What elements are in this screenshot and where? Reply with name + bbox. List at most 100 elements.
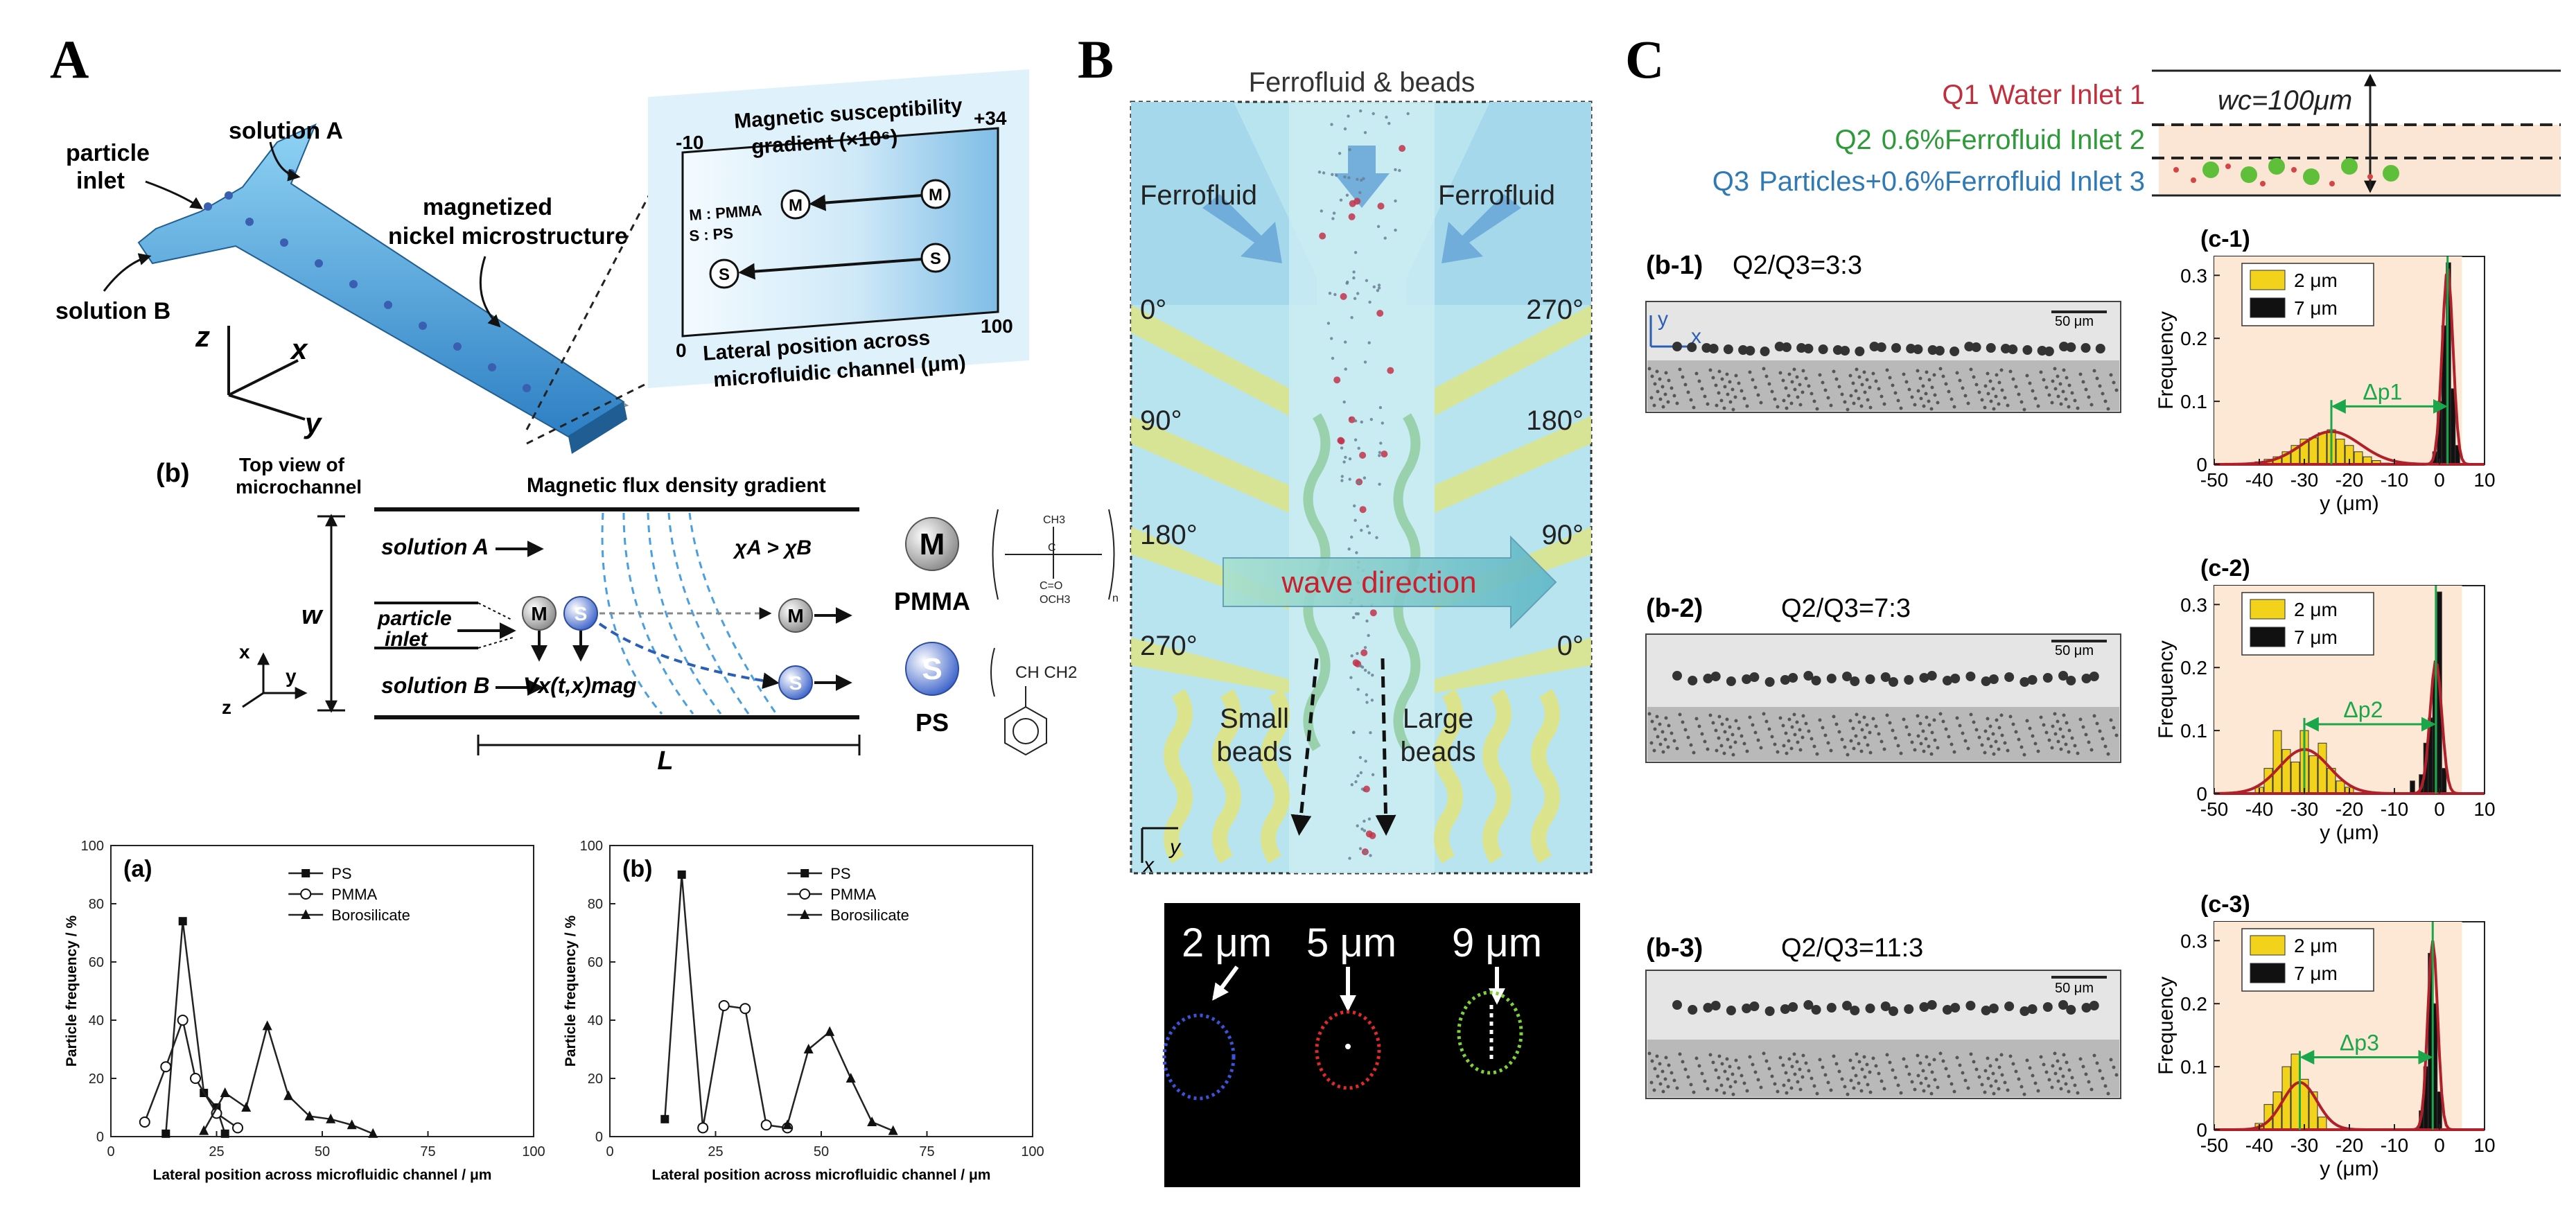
legend-ps: PS <box>915 708 949 737</box>
ferro-speck <box>1785 1091 1789 1095</box>
legend-label: 7 μm <box>2294 297 2338 319</box>
ferro-speck <box>2073 744 2077 748</box>
ferro-speck <box>1742 1081 1746 1085</box>
bead-dot <box>1360 828 1364 831</box>
ferro-speck <box>1706 402 1710 406</box>
ferro-speck <box>1986 737 1990 741</box>
y-tick-label: 0.2 <box>2180 328 2207 349</box>
ferro-speck <box>2014 385 2018 389</box>
ferro-speck <box>2042 378 2046 382</box>
particle <box>2080 343 2091 353</box>
ferro-speck <box>1865 723 1869 727</box>
ferro-speck <box>1849 1078 1853 1083</box>
particle <box>1950 1003 1961 1013</box>
b-large-beads-1: Large <box>1403 703 1473 734</box>
ferro-speck <box>1925 1055 1929 1059</box>
ferro-speck <box>1888 721 1892 725</box>
ferro-speck <box>1840 392 1844 396</box>
ferro-speck <box>1731 1092 1735 1096</box>
particle <box>1988 1004 1999 1013</box>
ferro-speck <box>1922 749 1926 753</box>
point-pmma <box>232 1122 243 1134</box>
ferro-speck <box>1913 403 1917 407</box>
bead-dot <box>1347 176 1351 180</box>
ferro-speck <box>1649 396 1654 400</box>
ferro-speck <box>1731 1072 1735 1076</box>
ferro-speck <box>1829 1088 1833 1092</box>
legend-swatch <box>2250 627 2286 647</box>
ferro-speck <box>2050 746 2054 750</box>
legend-label: Borosilicate <box>331 907 410 924</box>
ferro-speck <box>1947 389 1951 394</box>
legend-swatch <box>2250 599 2286 620</box>
legend-swatch <box>2250 963 2286 983</box>
ferro-speck <box>1955 1056 1959 1060</box>
c-green-beads <box>2202 158 2399 185</box>
x-tick-label: -30 <box>2290 798 2318 820</box>
ferro-speck <box>2092 714 2096 718</box>
topview-label: (b) <box>156 459 190 488</box>
ferro-speck <box>1992 407 1996 411</box>
ferro-speck <box>1955 371 1959 375</box>
ferro-speck <box>2089 748 2094 752</box>
ferro-speck <box>1666 1085 1670 1089</box>
y-tick-label: 0.3 <box>2180 930 2207 952</box>
ferro-speck <box>1927 723 1931 727</box>
ferro-speck <box>2081 380 2085 384</box>
particle <box>1710 1001 1721 1010</box>
ferro-speck <box>2050 401 2054 405</box>
ferro-speck <box>1846 1092 1850 1096</box>
ferro-speck <box>2101 392 2105 396</box>
bead-dot <box>1376 225 1381 228</box>
ferro-speck <box>1782 399 1786 403</box>
x-tick-label: -30 <box>2290 469 2318 491</box>
topview-axis-x: x <box>239 641 250 663</box>
ferro-speck <box>2028 381 2032 385</box>
label-magnetized-1: magnetized <box>423 194 552 220</box>
bead-dot <box>1352 730 1356 734</box>
ferro-speck <box>1888 1060 1892 1065</box>
ferro-speck <box>2031 389 2035 393</box>
point-ps <box>660 1114 669 1123</box>
bead-dot <box>1340 446 1344 450</box>
bar-2um <box>2317 742 2327 794</box>
topview-bead-m-out-label: M <box>787 605 803 627</box>
ferro-speck <box>1725 372 1729 376</box>
ferro-speck <box>2019 1085 2024 1089</box>
ferro-speck <box>1936 1085 1940 1089</box>
ferro-speck <box>1815 1092 1819 1096</box>
point-ps <box>161 1129 170 1138</box>
b-angle-left-2: 180° <box>1140 520 1198 550</box>
ferro-speck <box>1952 750 1956 754</box>
ferro-speck <box>1859 1089 1864 1093</box>
ferro-speck <box>1715 748 1719 753</box>
x-tick-label: 50 <box>315 1144 330 1159</box>
ferro-speck <box>1714 1068 1718 1072</box>
ferro-speck <box>1949 742 1954 746</box>
ferro-speck <box>1723 1069 1727 1074</box>
ferro-speck <box>1740 1074 1744 1078</box>
ferro-speck <box>1896 399 1900 403</box>
b-size-9um: 9 μm <box>1452 920 1542 965</box>
bead-dot <box>1353 438 1358 441</box>
ps-structure: CH CH2 n <box>990 647 1146 756</box>
ferro-speck <box>1785 406 1789 410</box>
bar-2um <box>2308 437 2318 465</box>
ferro-speck <box>1974 1067 1979 1071</box>
legend-marker <box>301 909 311 919</box>
ferro-speck <box>1733 395 1737 399</box>
ferro-speck <box>1927 1084 1931 1088</box>
b-fluorescence-image <box>1164 903 1580 1187</box>
ferro-speck <box>1922 404 1926 408</box>
bead-dot <box>1368 300 1372 304</box>
ferro-speck <box>1759 1085 1763 1089</box>
bead-dot <box>1365 693 1369 697</box>
ferro-speck <box>1719 1083 1724 1087</box>
ferro-speck <box>1815 752 1819 756</box>
ferro-speck <box>2051 379 2055 383</box>
ferro-speck <box>1865 378 1869 382</box>
ferro-speck <box>1863 390 1867 394</box>
ferro-speck <box>1877 732 1881 736</box>
particle <box>1865 1004 1875 1013</box>
ferro-speck <box>1725 717 1729 721</box>
